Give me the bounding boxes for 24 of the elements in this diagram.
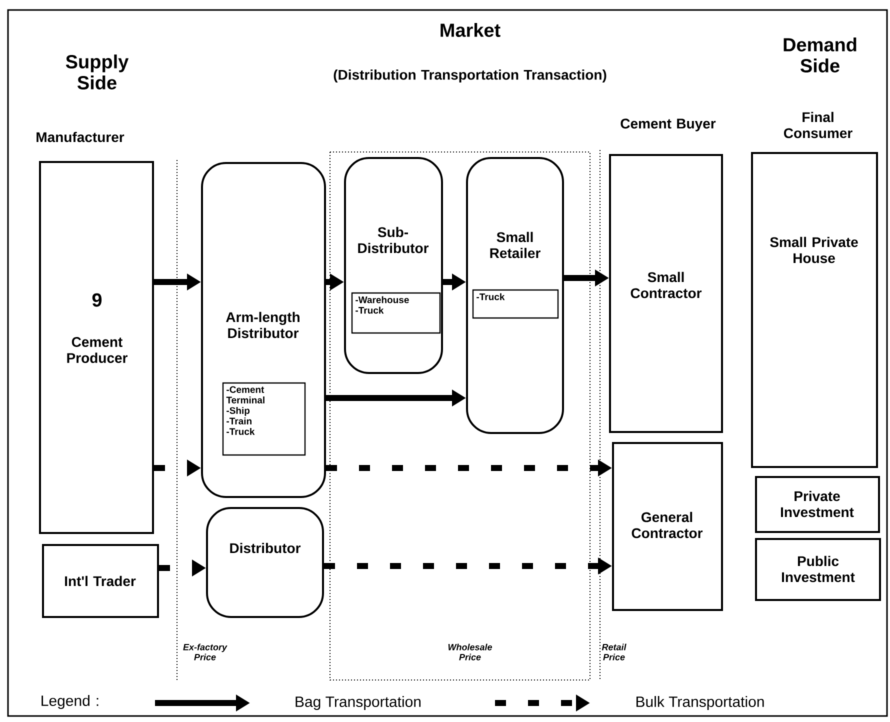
label: Demand Side: [784, 38, 856, 72]
label: Legend :: [42, 695, 98, 709]
box: Public Investment: [755, 538, 882, 601]
list-box: -Cement Terminal -Ship -Train -Truck: [222, 382, 306, 456]
box: General Contractor: [612, 442, 724, 611]
label: Market: [440, 23, 500, 37]
label: (Distribution Transportation Transaction): [334, 69, 606, 83]
label: Ex-factory Price: [183, 644, 228, 660]
legend-text: Bulk Transportation: [636, 696, 764, 710]
box: Small Private House: [751, 152, 878, 468]
box: Private Investment: [755, 476, 880, 533]
box: Int'l Trader: [42, 544, 159, 618]
label: Wholesale Price: [448, 644, 492, 660]
list-box: -Warehouse -Truck: [351, 292, 441, 334]
label: Manufacturer: [36, 132, 124, 142]
legend-text: Bag Transportation: [296, 696, 421, 710]
list-box: -Truck: [472, 289, 559, 319]
label: Supply Side: [66, 54, 129, 90]
label: Final Consumer: [784, 112, 852, 138]
rounded-box: Distributor: [206, 507, 324, 618]
box: 9 Cement Producer: [39, 161, 154, 534]
label: Cement Buyer: [620, 118, 716, 132]
label: Retail Price: [602, 644, 626, 660]
box: Small Contractor: [609, 154, 724, 433]
